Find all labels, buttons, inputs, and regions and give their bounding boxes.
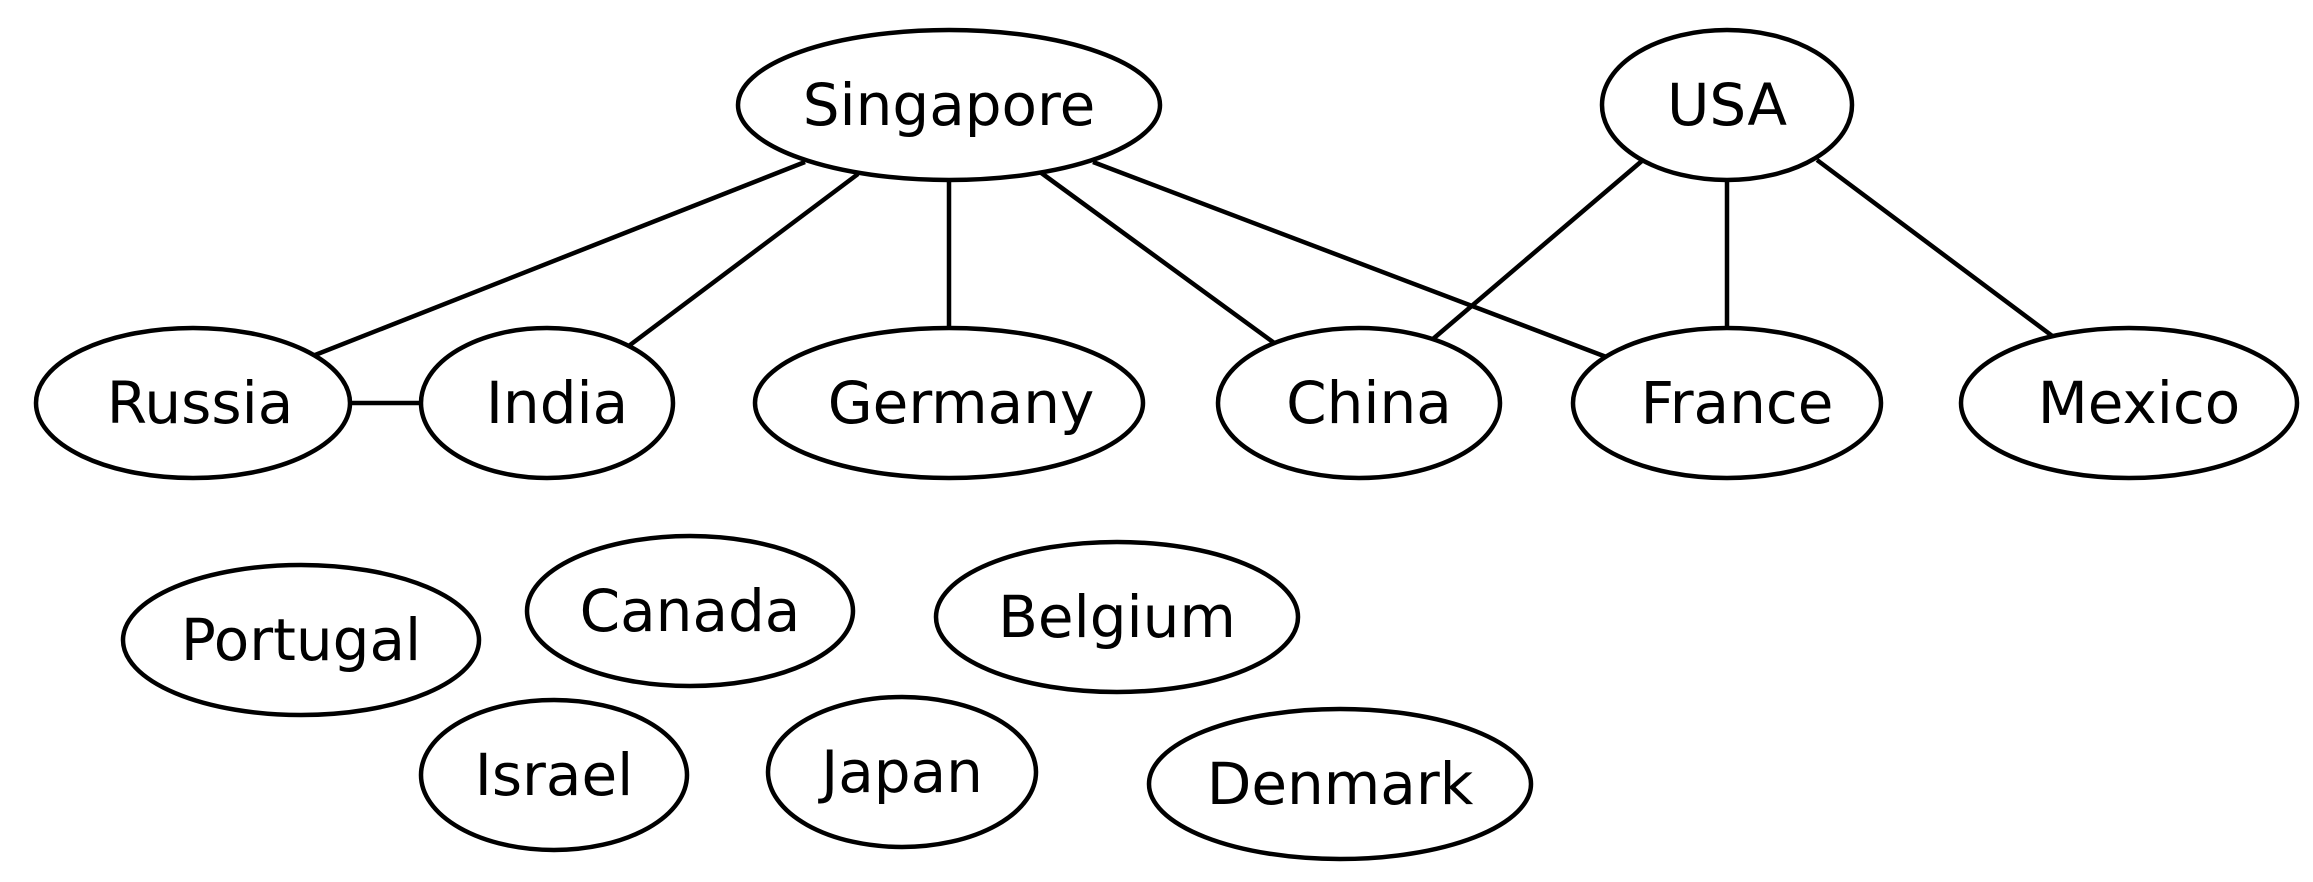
node-singapore: Singapore (735, 27, 1163, 183)
edge-singapore-france (1092, 159, 1610, 361)
node-shape (752, 325, 1146, 481)
node-shape (735, 27, 1163, 183)
node-shape (1146, 706, 1534, 862)
edge-singapore-china (1038, 170, 1279, 347)
node-label: China (1286, 369, 1452, 437)
node-portugal: Portugal (120, 562, 482, 718)
node-india: India (418, 325, 676, 481)
nodes-layer: Singapore USA Russia India Germany China… (33, 27, 2300, 862)
node-japan: Japan (765, 694, 1039, 850)
node-shape (120, 562, 482, 718)
node-shape (418, 325, 676, 481)
edge-singapore-india (624, 172, 860, 350)
edge-singapore-russia (309, 159, 806, 360)
node-denmark: Denmark (1146, 706, 1534, 862)
node-canada: Canada (524, 533, 856, 689)
node-israel: Israel (418, 697, 690, 853)
node-shape (33, 325, 353, 481)
node-label: USA (1667, 71, 1787, 139)
edges-layer (309, 158, 2057, 406)
node-russia: Russia (33, 325, 353, 481)
node-usa: USA (1599, 27, 1855, 183)
node-label: Russia (107, 369, 294, 437)
node-shape (524, 533, 856, 689)
node-label: India (486, 369, 628, 437)
node-label: Japan (818, 738, 983, 806)
node-shape (765, 694, 1039, 850)
node-label: Singapore (803, 71, 1096, 139)
node-shape (418, 697, 690, 853)
node-shape (1599, 27, 1855, 183)
node-label: Canada (580, 577, 801, 645)
node-shape (1570, 325, 1884, 481)
node-france: France (1570, 325, 1884, 481)
node-mexico: Mexico (1958, 325, 2300, 481)
node-belgium: Belgium (933, 539, 1301, 695)
node-shape (1215, 325, 1503, 481)
node-label: Mexico (2038, 369, 2241, 437)
edge-usa-mexico (1815, 158, 2057, 340)
node-label: France (1641, 369, 1834, 437)
node-china: China (1215, 325, 1503, 481)
node-shape (933, 539, 1301, 695)
node-shape (1958, 325, 2300, 481)
node-label: Portugal (181, 606, 421, 674)
edge-usa-china (1418, 158, 1645, 352)
node-germany: Germany (752, 325, 1146, 481)
node-label: Denmark (1207, 750, 1474, 818)
node-label: Belgium (998, 583, 1236, 651)
node-label: Israel (475, 741, 634, 809)
node-label: Germany (828, 369, 1095, 437)
